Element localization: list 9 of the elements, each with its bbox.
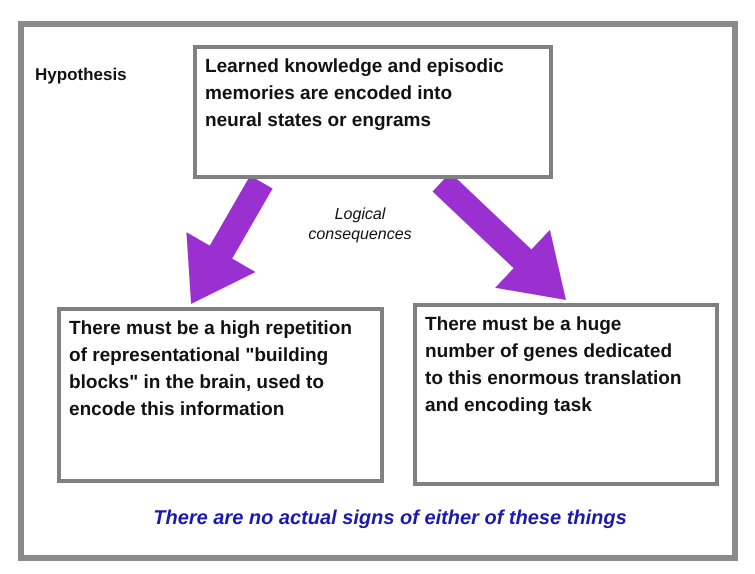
- section-heading: Hypothesis: [35, 64, 127, 86]
- text-box: [413, 303, 719, 486]
- box-text: There must be a high repetition of representational "building blocks" in the brain, used to encode this information: [69, 317, 353, 422]
- text-box: [57, 307, 384, 483]
- box-text: Learned knowledge and episodic memories are encoded into neural states or engrams: [205, 55, 505, 133]
- conclusion-text: There are no actual signs of either of these things: [152, 506, 628, 531]
- box-text: There must be a huge number of genes dedicated to this enormous translation and encoding task: [425, 313, 683, 418]
- arrow-label: Logical consequences: [307, 205, 413, 245]
- text-box: [193, 45, 553, 179]
